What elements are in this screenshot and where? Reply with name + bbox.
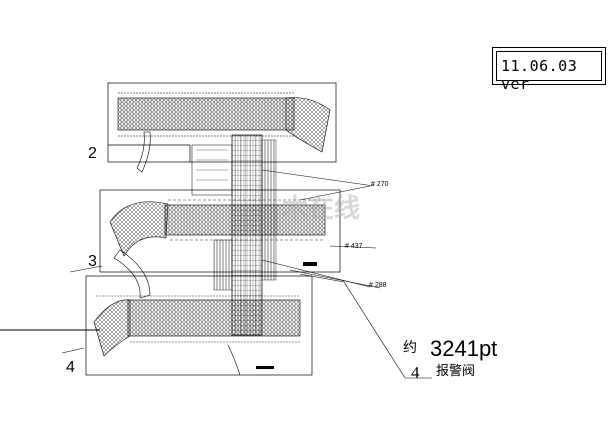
sheet-frame-bottom [85,275,313,376]
note-number: 4 [411,363,420,382]
note-prefix: 约 [403,341,417,356]
building-block-top [117,92,331,173]
callout-437: # 437 [345,243,363,250]
sheet-number-top: 2 [88,145,97,162]
note-text: 报警阀 [436,364,476,379]
sheet-frame-middle [99,189,341,273]
sheet-number-bottom: 4 [66,359,75,376]
leader-lines [0,169,432,379]
version-label: 11.06.03 ver [501,57,578,93]
callout-270: # 270 [371,181,389,188]
building-block-bottom [93,295,301,376]
version-box-inner [496,51,602,81]
sheet-number-middle: 3 [88,253,97,270]
callout-288: # 288 [369,282,387,289]
watermark-text: 木在线 [282,194,361,224]
sheet-frame-top [107,82,337,163]
note-value: 3241pt [430,336,498,361]
building-block-middle [109,199,326,299]
version-box: 11.06.03 ver [492,47,606,93]
